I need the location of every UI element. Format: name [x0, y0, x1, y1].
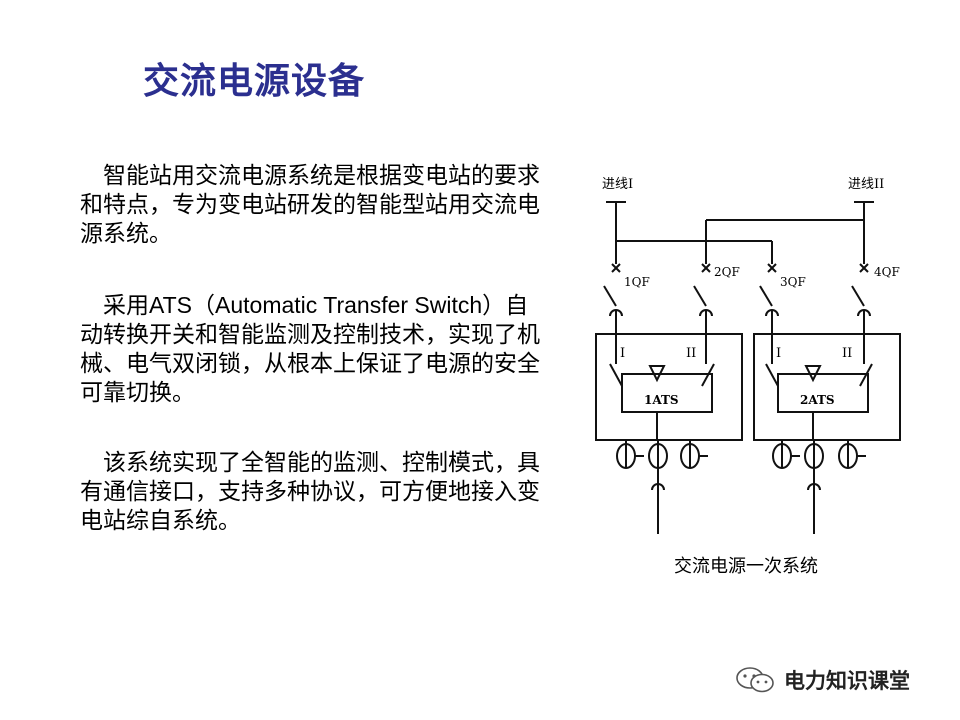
- ats1-input-ii-label: II: [686, 346, 696, 361]
- ats-term: ATS（Automatic Transfer Switch）: [149, 292, 506, 318]
- incoming-line-2-label: 进线II: [848, 177, 884, 192]
- ac-power-primary-system-diagram: 进线I 进线II 1QF 2QF 3QF 4QF I II I II 1ATS …: [595, 177, 901, 534]
- ats2-input-i-label: I: [776, 346, 781, 361]
- watermark-text: 电力知识课堂: [784, 669, 910, 693]
- paragraph-system: 该系统实现了全智能的监测、控制模式，具有通信接口，支持多种协议，可方便地接入变电…: [80, 450, 540, 534]
- incoming-line-1-label: 进线I: [602, 177, 633, 192]
- ats-unit-2-label: 2ATS: [800, 393, 835, 407]
- breaker-label-4qf: 4QF: [874, 265, 900, 279]
- breaker-label-3qf: 3QF: [780, 275, 806, 289]
- breaker-label-2qf: 2QF: [714, 265, 740, 279]
- ats-unit-1-label: 1ATS: [644, 393, 679, 407]
- wechat-icon: [736, 667, 774, 693]
- paragraph-ats-lead: 采用: [80, 293, 149, 319]
- paragraph-ats-rest: 自动转换开关和智能监测及控制技术，实现了机械、电气双闭锁，从根本上保证了电源的安…: [80, 293, 540, 406]
- breaker-label-1qf: 1QF: [624, 275, 650, 289]
- slide-title: 交流电源设备: [143, 61, 366, 102]
- ats2-input-ii-label: II: [842, 346, 852, 361]
- ats1-input-i-label: I: [620, 346, 625, 361]
- paragraph-intro: 智能站用交流电源系统是根据变电站的要求和特点，专为变电站研发的智能型站用交流电源…: [80, 163, 540, 247]
- watermark: 电力知识课堂: [734, 664, 910, 696]
- paragraph-ats: 采用ATS（Automatic Transfer Switch）自动转换开关和智…: [80, 291, 540, 408]
- diagram-caption: 交流电源一次系统: [674, 556, 818, 577]
